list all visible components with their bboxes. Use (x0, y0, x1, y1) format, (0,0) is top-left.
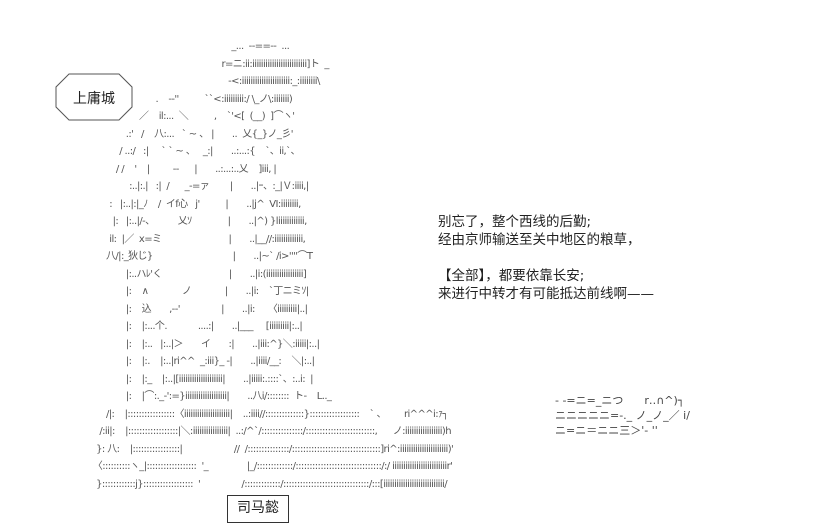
art-line: |: |:.. |:..|＞ イ :| ..|iii:^}＼:iiiii|:..… (125, 338, 320, 350)
art-line: il: |／ x=ミ | ..|__//:iiiiiiiiiiiii, (109, 233, 306, 245)
location-badge: 上庸城 (55, 73, 133, 121)
dialogue-line (438, 249, 654, 267)
art-line: /:ii|: |::::::::::::::::::|＼:iiiiiiiiiii… (99, 426, 451, 437)
art-line: |: 込 ,-‐' | ..|i: 〈iiiiiiiii|..| (125, 303, 308, 315)
art-line: -<:iiiiiiiiiiiiiiiiiiiiii:_:iiiiiiii\ (228, 76, 320, 87)
art-line: 八/|:_狄じ} | ..|~` /i>''''⌒T (106, 251, 313, 262)
art-line: . -‐'' ``<:iiiiiiiii:/ \_ノ\:iiiiiii) (155, 93, 293, 105)
art-line: / / ' | -‐ | ..:...:..乂 ]iii, | (115, 163, 277, 175)
art-line: : |:..|:|_ﾉ / イf心 j' | ..|j^ Ⅵ:iiiiiiii, (109, 198, 301, 210)
ascii-art-brush-strokes: - -=ニ=_ニつ r‥∩^)┐ ニニニニニ=‐._ ノ_ノ_／ i/ ニ=ニ＝… (555, 394, 690, 437)
dialogue-line: 别忘了，整个西线的后勤; (438, 214, 592, 230)
art-line: |: |:. |:..|ri^^ _:iii}_ -| ..|iiii/__: … (125, 356, 315, 367)
art-line: /|: |:::::::::::::::::〈iiiiiiiiiiiiiiiii… (106, 408, 448, 420)
art-line: |:..ハﾚ'く | ..|i:(iiiiiiiiiiiiiiiii] (125, 268, 307, 280)
dialogue-line: 【全部】，都要依靠长安; (438, 268, 585, 284)
location-label: 上庸城 (73, 91, 115, 107)
art-line: / ..:/ :| ` ` ~ 、 _:| ..:...:{ `、ii,`、 (119, 146, 300, 157)
art-line: |: |:..|/‐、 乂ｿ | ..|^) }liiiiiiiiiiii, (112, 216, 308, 227)
dialogue-line: 经由京师输送至关中地区的粮草， (438, 232, 641, 248)
art-line: }: 八: |:::::::::::::::::| // /::::::::::… (96, 443, 454, 455)
art-line: :..|:.| :| / _-=ァ | ..|ｰ、:_|Ｖ:iiii,| (129, 181, 309, 192)
speaker-name-box: 司马懿 (227, 495, 289, 523)
octagon-frame-icon (55, 73, 133, 121)
dialogue-line: 来进行中转才有可能抵达前线啊—— (438, 286, 654, 302)
art-line: |: |⌒:._-':=}iiiiiiiiiiiiiiiiiii| ..八i/:… (125, 391, 332, 402)
art-line: |: |:...个. ....:| ..|___ [iiiiiiiii|:..| (125, 321, 303, 332)
art-line: |: |:_ |:..|[iiiiiiiiiiiiiiiiiiii| ..|ii… (125, 373, 314, 385)
dialogue-text: 别忘了，整个西线的后勤; 经由京师输送至关中地区的粮草， 【全部】，都要依靠长安… (438, 213, 654, 303)
art-line: .:' / 八:... ` ~ 、 | .. 乂{_}ノ_彡' (125, 128, 294, 140)
art-line: 〈::::::::::ヽ_|:::::::::::::::::: '_ |_/:… (92, 461, 453, 472)
art-line: _... --==-- ... (231, 41, 290, 52)
art-line: ／ il:... ＼ , `'<[ (__) ]⌒ヽ' (139, 111, 295, 122)
art-line: r=ニ:ii:iiiiiiiiiiiiiiiiiiiiiiiii]ト _ (221, 58, 330, 70)
art-line: }::::::::::::j}:::::::::::::::::: ' /:::… (96, 478, 447, 490)
art-line: |: ∧ ノ | ..|i: `丁ニミｿ| (125, 286, 309, 297)
